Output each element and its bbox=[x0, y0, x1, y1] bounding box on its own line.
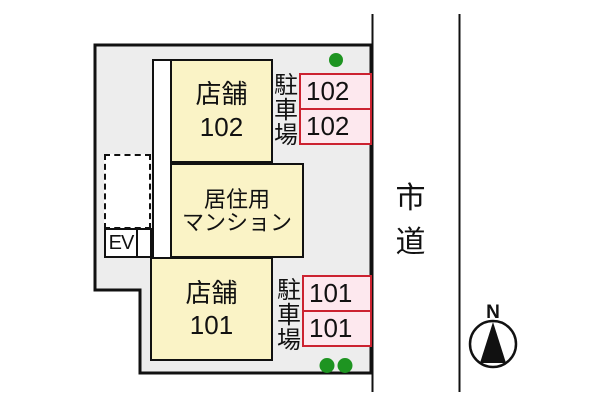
building-residence-line2: マンション bbox=[181, 209, 292, 235]
parking-space-101-2: 101 bbox=[302, 310, 372, 347]
parking-label-bottom-char-3: 場 bbox=[277, 327, 301, 354]
building-residence-line1: 居住用 bbox=[203, 186, 270, 212]
compass-needle-icon bbox=[480, 322, 506, 363]
tree-icon-bottom-right bbox=[337, 358, 353, 373]
corridor-strip bbox=[152, 59, 172, 258]
road-label: 市道 bbox=[395, 182, 427, 259]
building-shop-101: 店舗 101 bbox=[150, 257, 273, 361]
building-shop-102-name: 店舗 bbox=[195, 79, 248, 109]
building-residence: 居住用 マンション bbox=[170, 163, 304, 258]
building-shop-102-number: 102 bbox=[199, 112, 244, 142]
parking-space-102-2: 102 bbox=[299, 108, 372, 145]
parking-space-101-2-number: 101 bbox=[309, 313, 353, 343]
elevator-label: EV bbox=[106, 230, 138, 256]
parking-label-top: 駐 車 場 bbox=[273, 73, 299, 148]
parking-label-top-char-2: 車 bbox=[274, 97, 298, 124]
parking-label-bottom: 駐 車 場 bbox=[276, 278, 302, 353]
parking-label-bottom-char-1: 駐 bbox=[277, 277, 301, 304]
elevator-unit: EV bbox=[104, 228, 152, 258]
compass-north-label: N bbox=[486, 302, 500, 323]
parking-label-top-char-1: 駐 bbox=[274, 72, 298, 99]
parking-space-102-1-number: 102 bbox=[306, 76, 350, 106]
elevator-hall-dashed-area bbox=[104, 154, 151, 229]
parking-label-top-char-3: 場 bbox=[274, 122, 298, 149]
tree-icon-top bbox=[329, 53, 343, 67]
parking-label-bottom-char-2: 車 bbox=[277, 302, 301, 329]
building-shop-101-number: 101 bbox=[189, 310, 234, 340]
building-shop-102: 店舗 102 bbox=[170, 59, 273, 163]
parking-space-102-1: 102 bbox=[299, 73, 372, 110]
parking-space-101-1-number: 101 bbox=[309, 278, 353, 308]
tree-icon-bottom-left bbox=[319, 358, 335, 373]
parking-space-102-2-number: 102 bbox=[306, 111, 350, 141]
elevator-shaft-cell bbox=[138, 230, 150, 256]
building-shop-101-name: 店舗 bbox=[185, 278, 238, 308]
parking-space-101-1: 101 bbox=[302, 275, 372, 312]
